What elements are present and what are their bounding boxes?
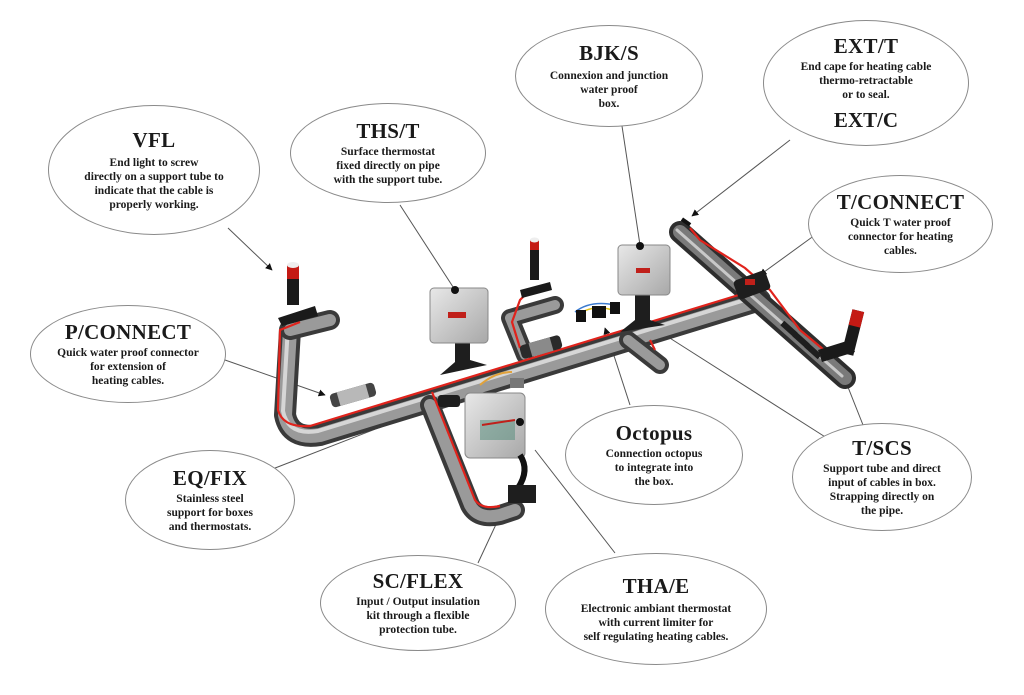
- callout-description: Support tube and direct input of cables …: [823, 463, 941, 517]
- vfl-end-light-3: [818, 309, 865, 362]
- callout-ext-t: EXT/T End cape for heating cable thermo-…: [763, 20, 969, 146]
- leader-t-scs-2: [664, 334, 831, 441]
- flex-cable-yellow: [479, 371, 513, 386]
- callout-description: Surface thermostat fixed directly on pip…: [333, 146, 443, 186]
- leader-tha-e: [534, 449, 616, 554]
- leader-bjk-s: [621, 125, 641, 246]
- bjk-s-junction-box: [617, 242, 671, 332]
- callout-description: Quick T water proof connector for heatin…: [848, 217, 953, 257]
- callout-octopus: Octopus Connection octopus to integrate …: [565, 405, 743, 505]
- callout-code: THA/E: [622, 574, 690, 598]
- ths-t-thermostat: [429, 286, 489, 375]
- callout-code-secondary: EXT/C: [833, 108, 899, 132]
- callout-code: THS/T: [356, 119, 420, 143]
- inline-connector: [519, 335, 563, 359]
- callout-code: EQ/FIX: [172, 466, 248, 490]
- eq-fix-bracket: [438, 378, 524, 407]
- t-connect-connector: [733, 270, 771, 300]
- callout-tha-e: THA/E Electronic ambiant thermostat with…: [545, 553, 767, 665]
- callout-code: P/CONNECT: [64, 320, 192, 344]
- callout-code: Octopus: [615, 421, 693, 445]
- callout-description: Electronic ambiant thermostat with curre…: [580, 603, 732, 643]
- leader-lines: [224, 125, 866, 564]
- pipes: [274, 221, 856, 527]
- callout-t-scs: T/SCS Support tube and direct input of c…: [792, 423, 972, 531]
- leader-p-connect: [224, 359, 326, 397]
- callout-code: T/SCS: [852, 436, 912, 460]
- callout-p-connect: P/CONNECT Quick water proof connector fo…: [30, 305, 226, 403]
- callout-code: BJK/S: [579, 41, 639, 65]
- callout-code: EXT/T: [833, 34, 899, 58]
- callout-bjk-s: BJK/S Connexion and junction water proof…: [515, 25, 703, 127]
- callout-t-connect: T/CONNECT Quick T water proof connector …: [808, 175, 993, 273]
- callout-description: End cape for heating cable thermo-retrac…: [800, 61, 932, 101]
- callout-description: Connexion and junction water proof box.: [549, 70, 669, 110]
- octopus-connectors: [574, 302, 620, 322]
- leader-vfl: [227, 227, 273, 271]
- callout-description: Stainless steel support for boxes and th…: [166, 493, 254, 533]
- callout-description: Input / Output insulation kit through a …: [356, 596, 480, 636]
- callout-description: End light to screw directly on a support…: [84, 157, 224, 211]
- leader-ths-t: [399, 204, 456, 291]
- callout-code: SC/FLEX: [372, 569, 464, 593]
- vfl-end-light-2: [520, 237, 552, 298]
- callout-sc-flex: SC/FLEX Input / Output insulation kit th…: [320, 555, 516, 651]
- callout-vfl: VFL End light to screw directly on a sup…: [48, 105, 260, 235]
- callout-description: Quick water proof connector for extensio…: [57, 347, 199, 387]
- callout-eq-fix: EQ/FIX Stainless steel support for boxes…: [125, 450, 295, 550]
- callout-code: VFL: [132, 128, 176, 152]
- callout-code: T/CONNECT: [836, 190, 965, 214]
- callout-description: Connection octopus to integrate into the…: [605, 448, 703, 488]
- callout-ths-t: THS/T Surface thermostat fixed directly …: [290, 103, 486, 203]
- p-connect-connector: [329, 382, 377, 408]
- leader-t-connect: [759, 234, 816, 276]
- leader-ext-c: [691, 139, 791, 217]
- vfl-end-light-1: [278, 262, 318, 326]
- ext-c-end-cap: [680, 217, 692, 227]
- tha-e-thermostat: [464, 392, 536, 503]
- t-scs-straps: [780, 320, 822, 360]
